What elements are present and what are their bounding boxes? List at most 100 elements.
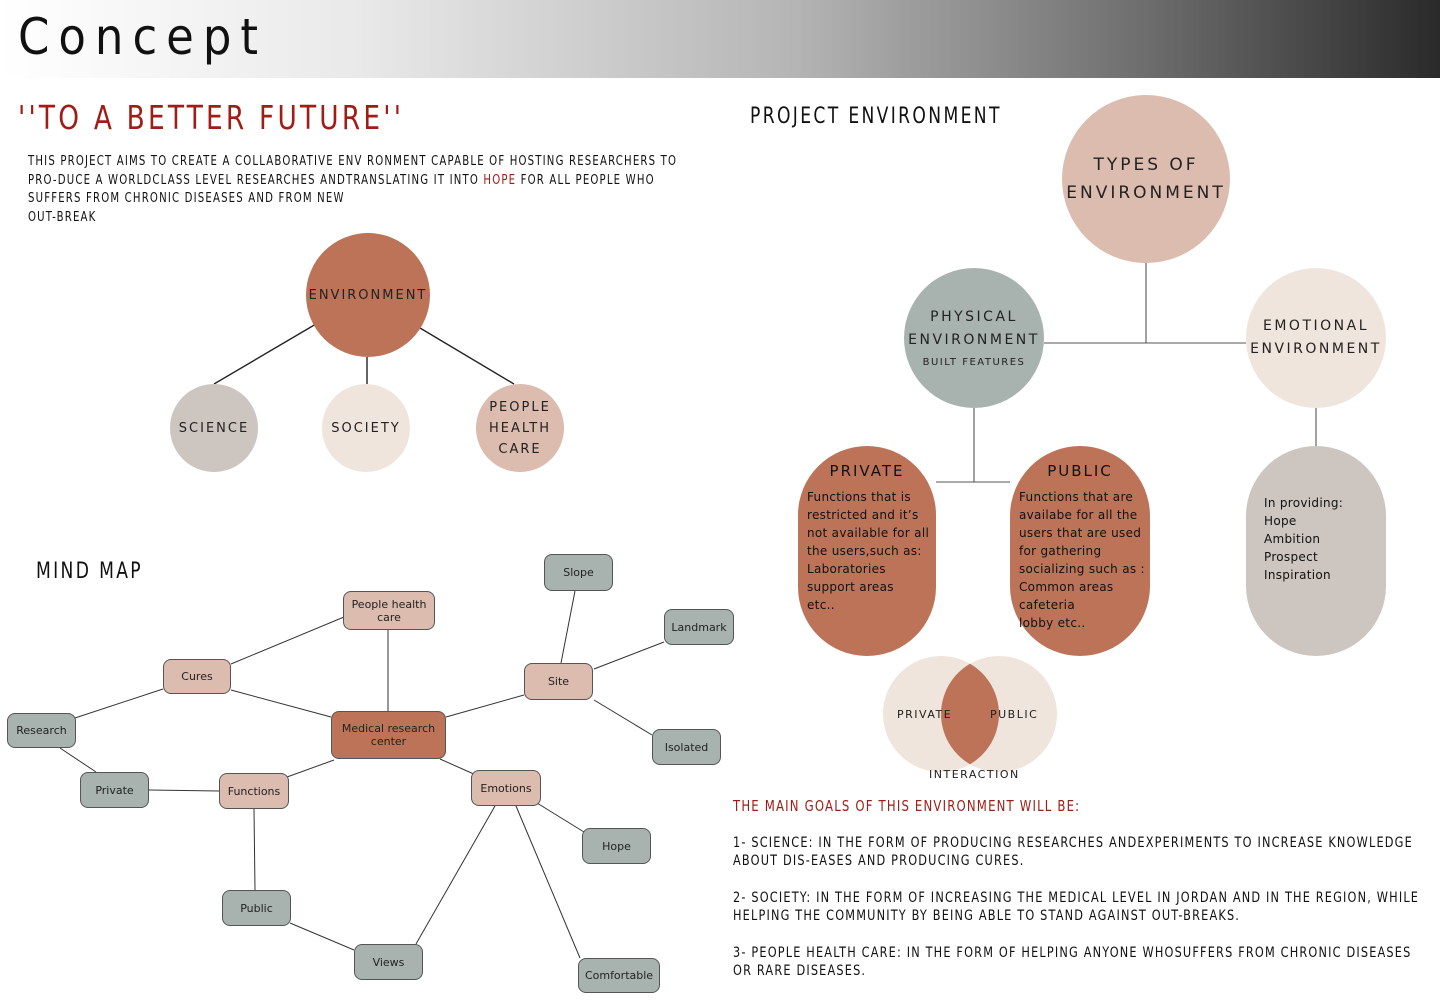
emotional-label-line-1: EMOTIONAL: [1263, 318, 1369, 334]
mindmap-node-views: Views: [354, 944, 423, 980]
link-emotions-hope: [536, 802, 585, 833]
phc-label-line-3: CARE: [498, 441, 542, 457]
link-site-landmark: [593, 641, 665, 670]
link-emotions-comfortable: [515, 805, 581, 959]
intro-text-1: THIS PROJECT AIMS TO CREATE A COLLABORAT…: [28, 154, 678, 188]
physical-sub-label: BUILT FEATURES: [922, 357, 1026, 368]
intro-highlight-hope: HOPE: [483, 172, 517, 188]
link-public-views: [289, 922, 355, 951]
link-views-emotions: [415, 805, 496, 945]
intro-text-3: OUT-BREAK: [28, 209, 97, 225]
mindmap-node-emotions: Emotions: [471, 770, 541, 806]
link-cures-phc: [230, 616, 345, 665]
public-pill: PUBLIC Functions that are availabe for a…: [1010, 446, 1150, 656]
goal-item-science: 1- SCIENCE: IN THE FORM OF PRODUCING RES…: [733, 835, 1413, 869]
types-label-line-2: ENVIRONMENT: [1066, 183, 1226, 203]
types-label-line-1: TYPES OF: [1093, 155, 1199, 175]
emotional-environment-circle: EMOTIONAL ENVIRONMENT: [1246, 268, 1386, 408]
phc-label-line-1: PEOPLE: [489, 399, 551, 415]
emotional-detail-pill: In providing: Hope Ambition Prospect Ins…: [1246, 446, 1386, 656]
environment-label: ENVIRONMENT: [308, 287, 428, 303]
society-circle: SOCIETY: [322, 384, 410, 472]
science-label: SCIENCE: [178, 420, 250, 436]
main-heading: ''TO A BETTER FUTURE'': [18, 98, 405, 137]
private-line: Laboratories: [807, 562, 886, 576]
goal-item-society: 2- SOCIETY: IN THE FORM OF INCREASING TH…: [733, 890, 1420, 924]
emotional-detail-body: In providing: Hope Ambition Prospect Ins…: [1264, 494, 1386, 584]
mindmap-node-slope: Slope: [544, 554, 613, 591]
link-functions-center: [286, 759, 335, 778]
environment-circle: ENVIRONMENT: [306, 233, 430, 357]
intro-paragraph: THIS PROJECT AIMS TO CREATE A COLLABORAT…: [28, 153, 699, 227]
private-line: support areas: [807, 580, 894, 594]
venn-private-label: PRIVATE: [897, 708, 953, 721]
mindmap-node-landmark: Landmark: [664, 609, 734, 645]
mindmap-node-public: Public: [222, 890, 291, 926]
venn-intersection: [941, 663, 999, 765]
emotional-detail-line: Prospect: [1264, 550, 1318, 564]
public-line: lobby etc..: [1019, 616, 1086, 630]
venn-public-label: PUBLIC: [990, 708, 1039, 721]
public-body: Functions that are availabe for all the …: [1019, 488, 1145, 632]
env-phc-line: [419, 327, 515, 385]
private-line: Functions that is: [807, 490, 911, 504]
mindmap-node-private: Private: [80, 772, 149, 808]
mindmap-node-center: Medical research center: [331, 711, 446, 759]
society-label: SOCIETY: [331, 420, 401, 436]
mindmap-node-isolated: Isolated: [652, 729, 721, 765]
public-title: PUBLIC: [1047, 462, 1113, 480]
public-line: for gathering: [1019, 544, 1102, 558]
emotional-detail-line: Inspiration: [1264, 568, 1331, 582]
mindmap-node-cures: Cures: [163, 659, 231, 694]
types-of-environment-circle: TYPES OF ENVIRONMENT: [1062, 95, 1230, 263]
private-line: etc..: [807, 598, 835, 612]
header-banner: Concept: [0, 0, 1440, 78]
goals-heading: THE MAIN GOALS OF THIS ENVIRONMENT WILL …: [733, 797, 1081, 815]
private-pill: PRIVATE Functions that is restricted and…: [798, 446, 936, 656]
public-line: Functions that are: [1019, 490, 1134, 504]
mindmap-node-site: Site: [524, 663, 593, 700]
mind-map-title: MIND MAP: [36, 559, 143, 584]
emotional-label-line-2: ENVIRONMENT: [1250, 341, 1382, 357]
mindmap-node-comfortable: Comfortable: [578, 958, 660, 993]
intro-text-2: FOR ALL PEOPLE WHO SUFFERS FROM CHRONIC …: [28, 172, 655, 207]
venn-caption: INTERACTION: [929, 768, 1020, 781]
public-line: users that are used: [1019, 526, 1142, 540]
page-title: Concept: [18, 8, 268, 66]
public-line: Common areas: [1019, 580, 1114, 594]
link-site-isolated: [593, 699, 653, 736]
private-line: restricted and it’s: [807, 508, 919, 522]
private-body: Functions that is restricted and it’s no…: [807, 488, 930, 614]
emotional-detail-line: Ambition: [1264, 532, 1321, 546]
physical-label-line-1: PHYSICAL: [930, 309, 1018, 325]
public-line: availabe for all the: [1019, 508, 1138, 522]
goal-item-people-health-care: 3- PEOPLE HEALTH CARE: IN THE FORM OF HE…: [733, 945, 1412, 979]
link-cures-research: [74, 688, 164, 719]
mindmap-node-hope: Hope: [582, 828, 651, 864]
emotional-detail-line: Hope: [1264, 514, 1297, 528]
physical-environment-circle: PHYSICAL ENVIRONMENT BUILT FEATURES: [904, 268, 1044, 408]
project-environment-title: PROJECT ENVIRONMENT: [750, 104, 1002, 129]
env-science-line: [213, 323, 317, 385]
public-line: cafeteria: [1019, 598, 1075, 612]
link-site-slope: [560, 590, 576, 664]
link-private-functions: [148, 789, 220, 792]
private-title: PRIVATE: [829, 462, 905, 480]
link-research-private: [59, 747, 97, 773]
link-functions-public: [253, 808, 256, 891]
phc-label-line-2: HEALTH: [488, 420, 552, 436]
science-circle: SCIENCE: [170, 384, 258, 472]
private-line: not available for all: [807, 526, 930, 540]
link-center-cures: [230, 689, 332, 718]
mindmap-node-functions: Functions: [219, 773, 289, 809]
people-health-care-circle: PEOPLE HEALTH CARE: [476, 384, 564, 472]
public-line: socializing such as :: [1019, 562, 1145, 576]
private-line: the users,such as:: [807, 544, 922, 558]
emotional-detail-line: In providing:: [1264, 496, 1344, 510]
link-center-emotions: [439, 758, 477, 776]
physical-label-line-2: ENVIRONMENT: [908, 332, 1040, 348]
link-center-site: [445, 694, 525, 718]
mindmap-node-research: Research: [7, 713, 76, 748]
mindmap-node-people-health-care: People health care: [343, 591, 435, 630]
